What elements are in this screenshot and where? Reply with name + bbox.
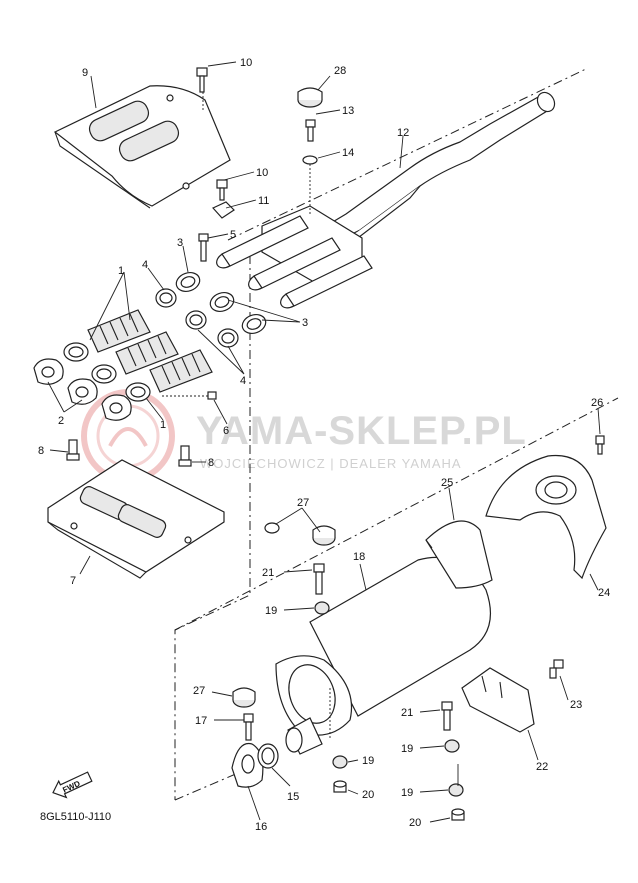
watermark-sub-text: WOJCIECHOWICZ | DEALER YAMAHA	[200, 456, 462, 471]
callout-21-lower: 21	[401, 707, 413, 719]
part-2-gasket-a	[33, 358, 64, 385]
part-1-joint-a	[63, 309, 151, 362]
callout-27-upper: 27	[297, 497, 309, 509]
part-17-bolt	[243, 713, 254, 741]
part-5-bolt	[198, 233, 209, 262]
part-27-grommet-upper	[264, 522, 336, 546]
section-separators	[174, 67, 619, 801]
fwd-arrow: FWD	[52, 771, 93, 799]
callout-8-right: 8	[208, 457, 214, 469]
part-24-tail-guard	[485, 454, 607, 580]
part-11-nut	[212, 201, 235, 219]
part-22-bracket	[461, 667, 535, 733]
callout-4-lower: 4	[240, 375, 246, 387]
part-19-washer-d	[448, 783, 464, 797]
part-8-bolt-left	[66, 439, 80, 461]
callout-labels: 9 10 10 11 28 13 14 12 5 3 4 1 3 4 2 1 6…	[38, 57, 610, 833]
figure-code: 8GL5110-J110	[40, 811, 111, 823]
part-20-collar-b	[451, 808, 465, 821]
callout-23: 23	[570, 699, 582, 711]
part-9-heat-protector	[53, 85, 231, 209]
part-4-gasket-c	[217, 328, 239, 348]
watermark: YAMA-SKLEP.PL WOJCIECHOWICZ | DEALER YAM…	[81, 389, 527, 483]
part-2-gasket-c	[101, 394, 132, 421]
part-19-washer-b	[332, 755, 348, 769]
part-16-clamp	[231, 742, 264, 788]
callout-26: 26	[591, 397, 603, 409]
callout-10-top: 10	[240, 57, 252, 69]
callout-17: 17	[195, 715, 207, 727]
part-20-collar-a	[333, 780, 347, 793]
part-3-clamp-b	[209, 291, 235, 313]
part-15-gasket	[257, 743, 279, 769]
callout-3-upper: 3	[177, 237, 183, 249]
part-25-cover	[425, 520, 493, 589]
callout-21-upper: 21	[262, 567, 274, 579]
part-6-bolt	[160, 391, 217, 400]
part-21-bolt-lower	[441, 701, 453, 731]
part-14-washer	[302, 155, 318, 214]
callout-19-c: 19	[401, 787, 413, 799]
part-19-washer-a	[314, 601, 330, 615]
callout-19-b: 19	[401, 743, 413, 755]
callout-11: 11	[258, 195, 269, 207]
callout-15: 15	[287, 791, 299, 803]
part-1-joint-b	[91, 331, 179, 384]
part-23-bolt	[549, 659, 564, 679]
part-10-bolt-mid	[216, 179, 228, 201]
part-27-grommet-lower	[232, 687, 256, 708]
part-7-lower-protector	[47, 459, 225, 579]
callout-20-b: 20	[409, 817, 421, 829]
callout-1-upper: 1	[118, 265, 124, 277]
callout-25: 25	[441, 477, 453, 489]
callout-20-a: 20	[362, 789, 374, 801]
watermark-logo-mark	[108, 427, 148, 447]
part-13-bolt	[305, 119, 316, 142]
part-4-gasket-a	[155, 288, 177, 308]
callout-13: 13	[342, 105, 354, 117]
callout-19-a: 19	[265, 605, 277, 617]
part-10-bolt-top	[196, 67, 208, 112]
callout-14: 14	[342, 147, 354, 159]
callout-5: 5	[230, 229, 236, 241]
part-12-exhaust-pipe	[216, 91, 556, 309]
callout-18: 18	[353, 551, 365, 563]
part-2-gasket-b	[67, 378, 98, 405]
callout-24: 24	[598, 587, 610, 599]
callout-19-d: 19	[362, 755, 374, 767]
leader-lines	[47, 61, 601, 823]
part-28-cap	[297, 87, 323, 108]
callout-10-mid: 10	[256, 167, 268, 179]
callout-8-left: 8	[38, 445, 44, 457]
part-1-joint-c	[125, 349, 213, 402]
part-21-bolt-upper	[313, 563, 325, 595]
callout-9: 9	[82, 67, 88, 79]
callout-6: 6	[223, 425, 229, 437]
callout-7: 7	[70, 575, 76, 587]
callout-1-lower: 1	[160, 419, 166, 431]
fwd-label: FWD	[61, 779, 82, 795]
callout-27-lower: 27	[193, 685, 205, 697]
callout-2: 2	[58, 415, 64, 427]
part-8-bolt-right	[178, 445, 192, 467]
callout-28: 28	[334, 65, 346, 77]
part-26-bolt	[595, 435, 605, 455]
part-3-clamp-c	[241, 313, 267, 335]
callout-3-lower: 3	[302, 317, 308, 329]
callout-4-upper: 4	[142, 259, 148, 271]
watermark-main-text: YAMA-SKLEP.PL	[196, 409, 527, 453]
callout-22: 22	[536, 761, 548, 773]
part-19-washer-c	[444, 739, 460, 753]
part-4-gasket-b	[185, 310, 207, 330]
callout-12: 12	[397, 127, 409, 139]
part-3-clamp-a	[175, 271, 201, 293]
callout-16: 16	[255, 821, 267, 833]
